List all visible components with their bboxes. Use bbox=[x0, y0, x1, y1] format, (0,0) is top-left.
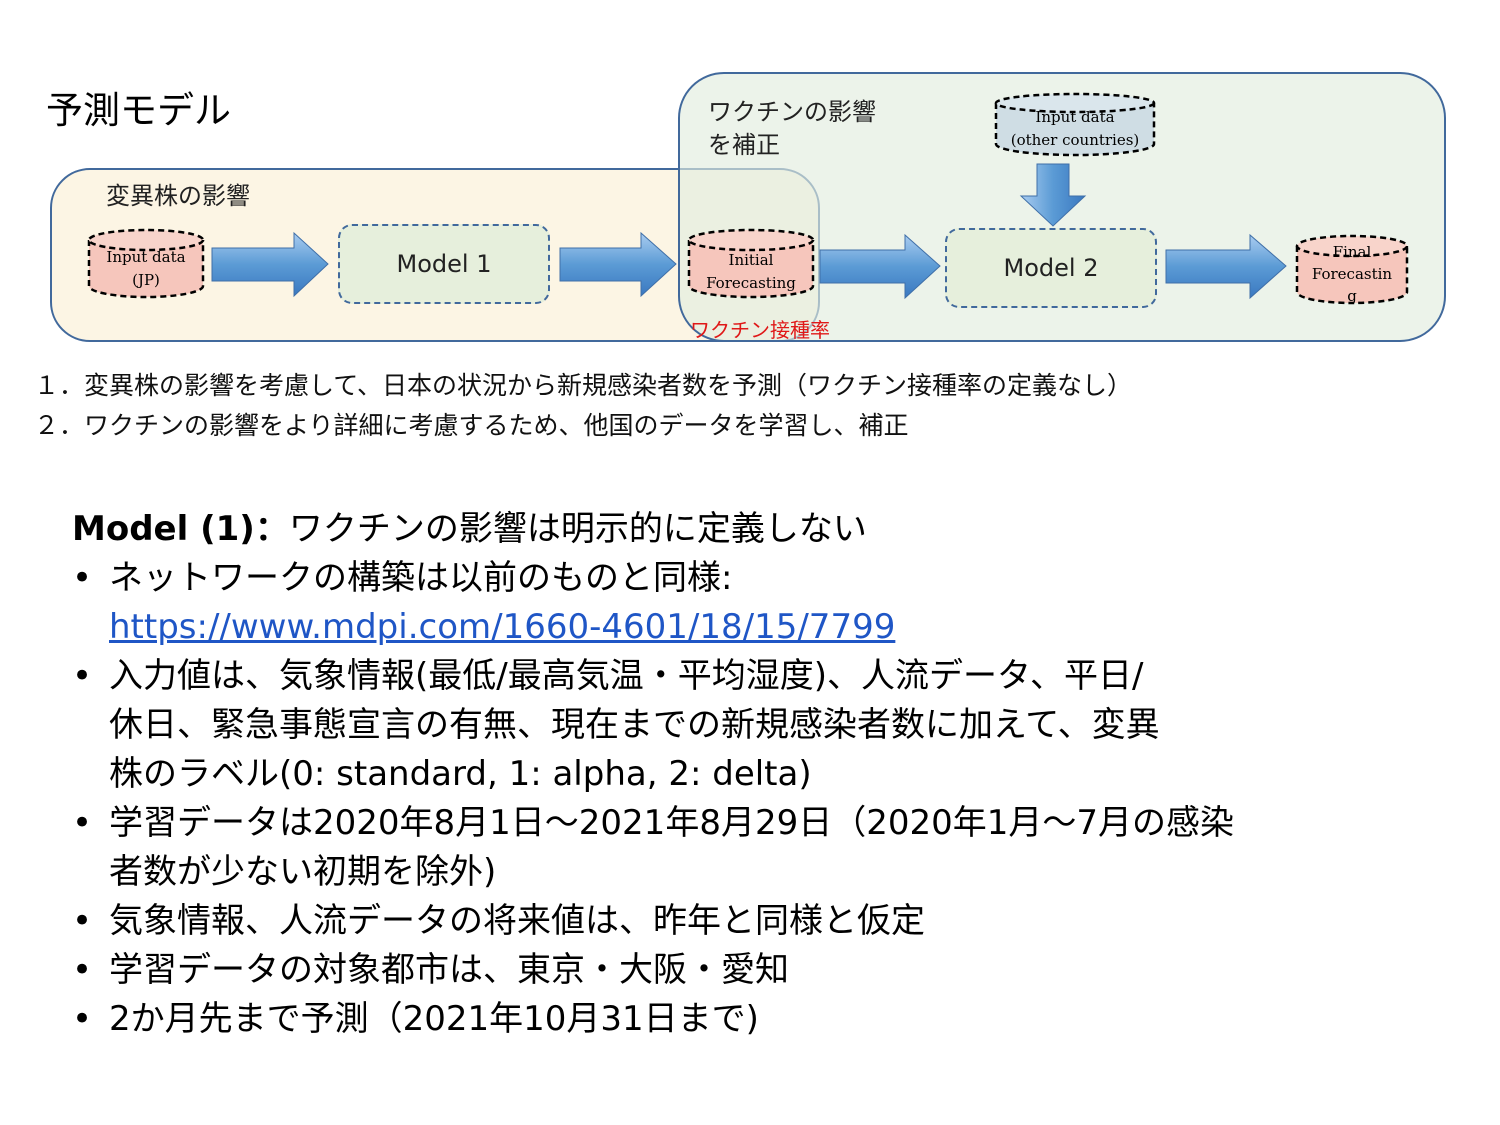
arrow-input-to-model1 bbox=[211, 231, 329, 298]
input-jp-line1: Input data bbox=[106, 248, 186, 266]
initial-forecasting-cylinder bbox=[687, 228, 815, 299]
bullet-dot: • bbox=[72, 656, 93, 696]
input-jp-line2: (JP) bbox=[132, 271, 160, 289]
bullet-training-line2: 者数が少ない初期を除外) bbox=[109, 852, 497, 892]
diagram-title: 予測モデル bbox=[46, 89, 231, 132]
bullet-network-text: ネットワークの構築は以前のものと同様: bbox=[109, 558, 733, 598]
initial-line1: Initial bbox=[728, 251, 774, 269]
arrow-other-to-model2 bbox=[1019, 163, 1087, 227]
final-line2: Forecastin bbox=[1311, 265, 1393, 283]
final-forecasting-cylinder bbox=[1295, 234, 1409, 305]
arrow-model2-to-final bbox=[1165, 233, 1287, 300]
input-data-other-countries-label: Input data (other countries) bbox=[993, 106, 1157, 152]
initial-forecasting-label: Initial Forecasting bbox=[686, 249, 816, 295]
bullet-inputs: • 入力値は、気象情報(最低/最高気温・平均湿度)、人流データ、平日/ 休日、緊… bbox=[72, 652, 1472, 799]
input-data-jp-label: Input data (JP) bbox=[86, 246, 206, 292]
bullet-future-values-text: 気象情報、人流データの将来値は、昨年と同様と仮定 bbox=[109, 901, 925, 941]
bullet-network: • ネットワークの構築は以前のものと同様: https://www.mdpi.c… bbox=[72, 554, 1472, 652]
arrow-initial-to-model2 bbox=[819, 233, 941, 300]
details-heading-bold: Model (1)： bbox=[72, 509, 289, 549]
bullet-future-values: • 気象情報、人流データの将来値は、昨年と同様と仮定 bbox=[72, 897, 1472, 946]
bullet-cities-text: 学習データの対象都市は、東京・大阪・愛知 bbox=[109, 950, 789, 990]
input-other-line2: (other countries) bbox=[1010, 131, 1140, 149]
note-2: ２．ワクチンの影響をより詳細に考慮するため、他国のデータを学習し、補正 bbox=[34, 411, 909, 440]
bullet-dot: • bbox=[72, 803, 93, 843]
note-1: １．変異株の影響を考慮して、日本の状況から新規感染者数を予測（ワクチン接種率の定… bbox=[34, 371, 1133, 400]
model-details: Model (1)：ワクチンの影響は明示的に定義しない • ネットワークの構築は… bbox=[72, 505, 1472, 1044]
variant-region-title: 変異株の影響 bbox=[106, 182, 250, 210]
input-other-line1: Input data bbox=[1035, 108, 1115, 126]
final-line1: Final bbox=[1332, 243, 1372, 261]
bullet-horizon-text: 2か月先まで予測（2021年10月31日まで) bbox=[109, 999, 759, 1039]
bullet-inputs-line1: 入力値は、気象情報(最低/最高気温・平均湿度)、人流データ、平日/ bbox=[109, 656, 1144, 696]
initial-line2: Forecasting bbox=[706, 274, 796, 292]
bullet-dot: • bbox=[72, 950, 93, 990]
bullet-inputs-line2: 休日、緊急事態宣言の有無、現在までの新規感染者数に加えて、変異 bbox=[109, 705, 1160, 745]
final-line3: g bbox=[1347, 287, 1357, 305]
input-data-jp-cylinder bbox=[87, 228, 205, 299]
bullet-training-line1: 学習データは2020年8月1日～2021年8月29日（2020年1月～7月の感染 bbox=[109, 803, 1235, 843]
arrow-model1-to-initial bbox=[559, 231, 677, 298]
bullet-dot: • bbox=[72, 558, 93, 598]
vaccine-region-title-line2: を補正 bbox=[708, 131, 780, 159]
model2-label: Model 2 bbox=[1003, 254, 1099, 282]
model2-box: Model 2 bbox=[945, 228, 1157, 308]
bullet-horizon: • 2か月先まで予測（2021年10月31日まで) bbox=[72, 995, 1472, 1044]
model1-label: Model 1 bbox=[396, 250, 492, 278]
vaccine-rate-label: ワクチン接種率 bbox=[690, 318, 830, 342]
vaccine-region-title-line1: ワクチンの影響 bbox=[708, 98, 876, 126]
reference-link[interactable]: https://www.mdpi.com/1660-4601/18/15/779… bbox=[109, 607, 896, 647]
input-data-other-countries-cylinder bbox=[994, 92, 1156, 157]
model1-box: Model 1 bbox=[338, 224, 550, 304]
bullet-inputs-line3: 株のラベル(0: standard, 1: alpha, 2: delta) bbox=[109, 754, 812, 794]
details-heading: Model (1)：ワクチンの影響は明示的に定義しない bbox=[72, 505, 1472, 554]
bullet-cities: • 学習データの対象都市は、東京・大阪・愛知 bbox=[72, 946, 1472, 995]
flow-arrows bbox=[211, 163, 1287, 300]
details-heading-rest: ワクチンの影響は明示的に定義しない bbox=[288, 509, 867, 549]
final-forecasting-label: Final Forecastin g bbox=[1294, 241, 1410, 307]
bullet-training-period: • 学習データは2020年8月1日～2021年8月29日（2020年1月～7月の… bbox=[72, 799, 1472, 897]
bullet-dot: • bbox=[72, 901, 93, 941]
bullet-dot: • bbox=[72, 999, 93, 1039]
